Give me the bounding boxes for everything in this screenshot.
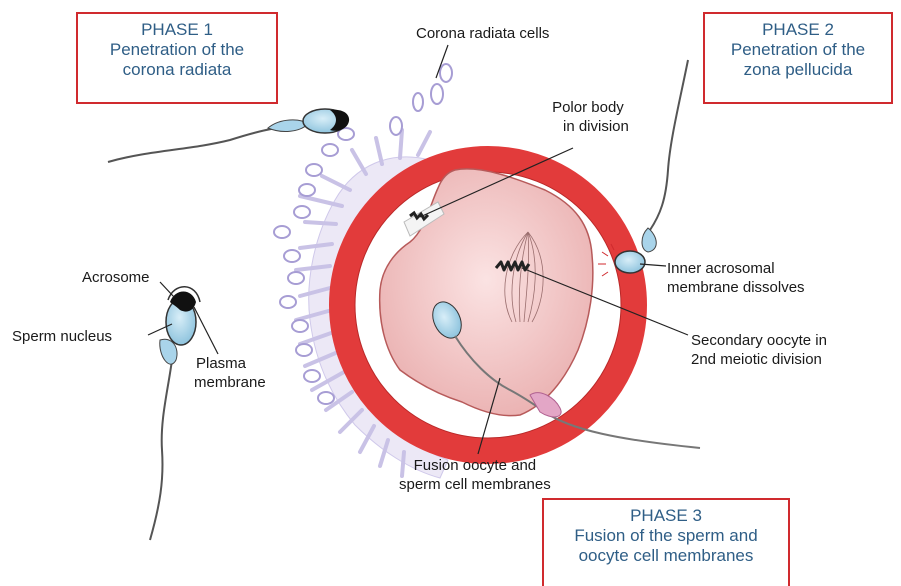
- corona-cell: [304, 370, 320, 382]
- corona-cell: [390, 117, 402, 135]
- label-fusion: Fusion oocyte and sperm cell membranes: [399, 456, 551, 494]
- label-inner-acrosomal-line-1: Inner acrosomal: [667, 259, 805, 278]
- label-secondary-oocyte: Secondary oocyte in 2nd meiotic division: [691, 331, 827, 369]
- sperm-phase1: [108, 109, 349, 162]
- label-polar-body-line-2: in division: [547, 117, 629, 136]
- corona-cell: [440, 64, 452, 82]
- corona-cell: [292, 320, 308, 332]
- corona-cell: [274, 226, 290, 238]
- phase-3-line-2: oocyte cell membranes: [544, 546, 788, 566]
- label-inner-acrosomal-line-2: membrane dissolves: [667, 278, 805, 297]
- label-fusion-line-2: sperm cell membranes: [399, 475, 551, 494]
- corona-cell: [318, 392, 334, 404]
- label-polar-body: Polor body in division: [547, 98, 629, 136]
- phase-3-title: PHASE 3: [544, 506, 788, 526]
- phase-1-line-1: Penetration of the: [78, 40, 276, 60]
- corona-cell: [413, 93, 423, 111]
- label-secondary-oocyte-line-1: Secondary oocyte in: [691, 331, 827, 350]
- phase-2-title: PHASE 2: [705, 20, 891, 40]
- label-plasma-membrane-line-1: Plasma: [194, 354, 266, 373]
- phase-2-box: PHASE 2 Penetration of the zona pellucid…: [703, 12, 893, 104]
- phase-1-box: PHASE 1 Penetration of the corona radiat…: [76, 12, 278, 104]
- label-acrosome: Acrosome: [82, 268, 150, 287]
- label-plasma-membrane: Plasma membrane: [194, 354, 266, 392]
- label-corona-radiata-cells: Corona radiata cells: [416, 24, 549, 43]
- corona-cell: [299, 184, 315, 196]
- corona-cell: [288, 272, 304, 284]
- label-polar-body-line-1: Polor body: [547, 98, 629, 117]
- corona-cell: [296, 344, 312, 356]
- label-secondary-oocyte-line-2: 2nd meiotic division: [691, 350, 827, 369]
- label-inner-acrosomal: Inner acrosomal membrane dissolves: [667, 259, 805, 297]
- sperm-labeled: [150, 287, 200, 540]
- phase-1-line-2: corona radiata: [78, 60, 276, 80]
- phase-1-title: PHASE 1: [78, 20, 276, 40]
- phase-3-line-1: Fusion of the sperm and: [544, 526, 788, 546]
- corona-cell: [294, 206, 310, 218]
- corona-cell: [284, 250, 300, 262]
- corona-cell: [306, 164, 322, 176]
- label-plasma-membrane-line-2: membrane: [194, 373, 266, 392]
- corona-cell: [280, 296, 296, 308]
- corona-cell: [322, 144, 338, 156]
- corona-cell: [431, 84, 443, 104]
- phase-2-line-1: Penetration of the: [705, 40, 891, 60]
- phase-3-box: PHASE 3 Fusion of the sperm and oocyte c…: [542, 498, 790, 586]
- label-fusion-line-1: Fusion oocyte and: [399, 456, 551, 475]
- phase-2-line-2: zona pellucida: [705, 60, 891, 80]
- label-sperm-nucleus: Sperm nucleus: [12, 327, 112, 346]
